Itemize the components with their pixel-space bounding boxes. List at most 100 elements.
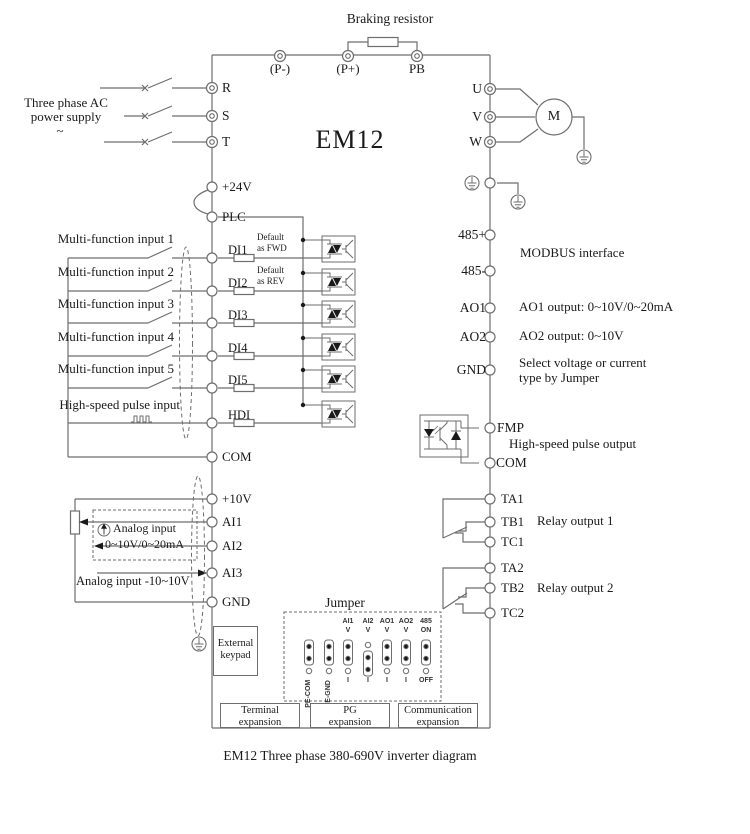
terminal-ao2: AO2 (459, 329, 486, 344)
supply-switches (100, 77, 206, 146)
jumper-col-ao2-label: AO2 (398, 618, 414, 625)
terminal-ai3: AI3 (222, 565, 243, 580)
terminal-di3: DI3 (228, 308, 248, 322)
relay2-contacts (442, 567, 485, 614)
cable-shield-symbols (179, 246, 205, 637)
terminal-ta1: TA1 (501, 491, 524, 506)
jumper-pins (283, 611, 442, 702)
terminal-com-left: COM (222, 449, 252, 464)
relay1-note: Relay output 1 (537, 513, 614, 528)
jumper-title: Jumper (325, 595, 365, 610)
terminal-ao1: AO1 (459, 300, 486, 315)
relay1-contacts (442, 498, 485, 543)
terminal-t: T (222, 134, 231, 149)
terminal-485n: 485- (461, 263, 486, 278)
motor-label: M (547, 109, 561, 124)
ao2-note: AO2 output: 0~10V (519, 328, 624, 343)
terminal-485p: 485+ (458, 227, 486, 242)
modbus-note: MODBUS interface (520, 245, 625, 260)
terminal-s: S (222, 108, 230, 123)
power-supply-label-line3: ~ (56, 123, 64, 138)
di1-note-line1: Default (257, 232, 284, 242)
terminal-u: U (472, 81, 482, 96)
terminal-fmp: FMP (497, 420, 525, 435)
power-supply-label-line2: power supply (30, 109, 102, 124)
terminal-gnd-right: GND (456, 362, 486, 377)
pulse-output-note: High-speed pulse output (509, 436, 637, 451)
input2-label: Multi-function input 2 (57, 264, 174, 279)
input3-label: Multi-function input 3 (57, 296, 174, 311)
terminal-di1: DI1 (228, 243, 248, 257)
input5-label: Multi-function input 5 (57, 361, 174, 376)
motor-circuit (496, 88, 585, 149)
jumper-col-ao2-mode: V (403, 627, 409, 634)
terminal-ai1: AI1 (222, 514, 243, 529)
jumper-col-ao2-bottom: I (405, 677, 407, 684)
analog-input-circuit (69, 498, 207, 603)
pe-ground-circuit (497, 182, 519, 194)
keypad-label-line1: External (217, 638, 254, 649)
jumper-col-485-label: 485 (420, 618, 432, 625)
plc-bus (193, 189, 322, 408)
jumper-col-ai1-bottom: I (347, 677, 349, 684)
braking-resistor-label: Braking resistor (346, 11, 434, 26)
analog-note2: Analog input -10~10V (76, 574, 190, 588)
terminal-10v: +10V (222, 491, 252, 506)
fmp-output-circuit (419, 414, 479, 464)
inverter-model-label: EM12 (315, 125, 385, 154)
terminal-ta2: TA2 (501, 560, 524, 575)
terminal-com-right: COM (496, 455, 527, 470)
terminal-ai2: AI2 (222, 538, 243, 553)
braking-resistor-circuit (347, 36, 418, 51)
terminal-tc1: TC1 (501, 534, 525, 549)
pulse-input-label: High-speed pulse input (59, 397, 180, 412)
jumper-col-ao1-label: AO1 (379, 618, 395, 625)
keypad-label-line2: keypad (220, 649, 251, 661)
jumper-col-485-bottom: OFF (419, 677, 433, 684)
terminal-p-minus: (P-) (269, 61, 291, 76)
jumper-col-ai2-label: AI2 (362, 618, 374, 625)
analog-note1-line2: 0~10V/0~20mA (105, 537, 184, 551)
terminal-plc: PLC (222, 209, 246, 224)
analog-note1-line1: Analog input (113, 521, 176, 535)
terminal-gnd-left: GND (222, 594, 251, 609)
jumper-col-ai2-bottom: I (367, 677, 369, 684)
terminal-tb2: TB2 (501, 580, 525, 595)
jumper-col-485-mode: ON (420, 627, 432, 634)
di1-note-line2: as FWD (257, 242, 287, 253)
jumper-col-ao1-bottom: I (386, 677, 388, 684)
ao1-note: AO1 output: 0~10V/0~20mA (519, 299, 674, 314)
jumper-col-ai1-mode: V (345, 627, 351, 634)
external-ground-icon (510, 194, 526, 210)
power-supply-label-line1: Three phase AC (24, 95, 108, 110)
terminal-pb: PB (409, 61, 425, 76)
jumper-col-ao1-mode: V (384, 627, 390, 634)
terminal-di5: DI5 (228, 373, 248, 387)
terminal-di4: DI4 (228, 341, 248, 355)
digital-input-circuit (67, 235, 356, 458)
terminal-r: R (222, 80, 232, 95)
di2-note-line2: as REV (257, 275, 285, 286)
jumper-select-note-line1: Select voltage or current (519, 355, 647, 370)
jumper-col-ai2-mode: V (365, 627, 371, 634)
motor-ground-icon (576, 149, 592, 165)
terminal-w: W (469, 134, 482, 149)
terminal-24v: +24V (222, 179, 252, 194)
terminal-v: V (472, 109, 482, 124)
jumper-select-note-line2: type by Jumper (519, 370, 600, 385)
diagram-caption: EM12 Three phase 380-690V inverter diagr… (223, 748, 477, 763)
jumper-col-ai1-label: AI1 (342, 618, 354, 625)
terminal-tc2: TC2 (501, 605, 525, 620)
di2-note-line1: Default (257, 265, 284, 275)
input1-label: Multi-function input 1 (57, 231, 174, 246)
pe-ground-icon (464, 175, 480, 191)
terminal-p-plus: (P+) (336, 61, 360, 76)
terminal-di2: DI2 (228, 276, 248, 290)
relay2-note: Relay output 2 (537, 580, 614, 595)
terminal-tb1: TB1 (501, 514, 525, 529)
